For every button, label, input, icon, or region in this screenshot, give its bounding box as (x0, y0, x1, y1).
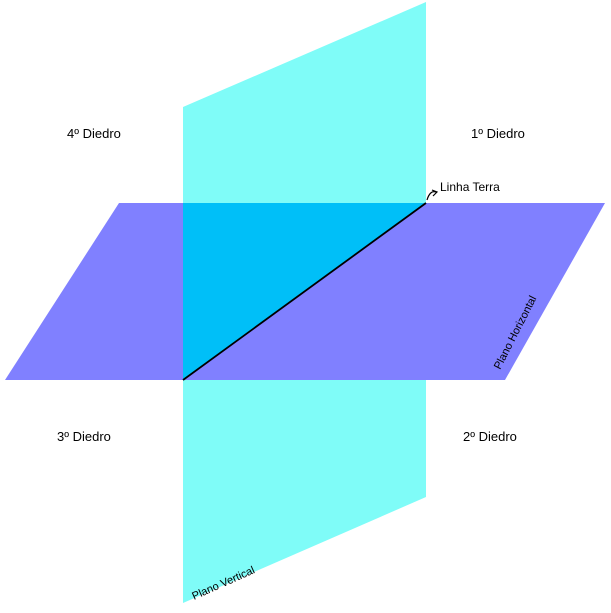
label-1-diedro: 1º Diedro (471, 126, 525, 141)
label-3-diedro: 3º Diedro (57, 429, 111, 444)
ground-line-arrow-head (431, 189, 439, 197)
label-2-diedro: 2º Diedro (463, 429, 517, 444)
ground-line (182, 202, 427, 381)
label-4-diedro: 4º Diedro (67, 126, 121, 141)
ground-line-arrow (426, 191, 437, 201)
label-linha-terra: Linha Terra (440, 180, 500, 194)
